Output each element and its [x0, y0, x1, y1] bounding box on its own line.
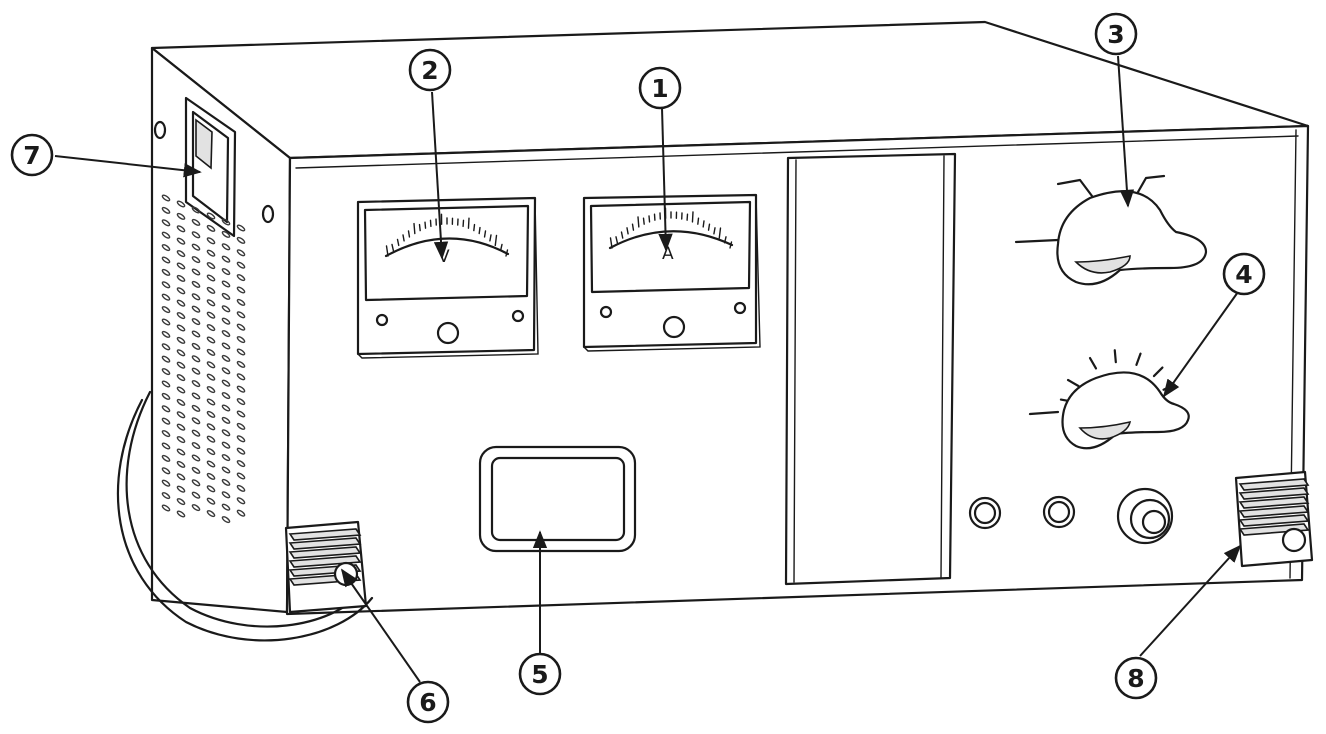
voltmeter-zero-adjust — [436, 321, 460, 345]
arrow-6 — [340, 568, 421, 683]
selector-knob-lower — [1028, 349, 1190, 450]
side-screw-top — [153, 120, 167, 140]
callout-6: 6 — [406, 680, 450, 724]
callout-7: 7 — [10, 133, 54, 177]
callouts: 1 2 3 4 5 6 7 8 — [10, 12, 1266, 724]
svg-text:5: 5 — [531, 660, 548, 689]
selector-knob-upper — [1014, 174, 1208, 286]
display-window — [478, 445, 637, 553]
callout-2: 2 — [408, 48, 452, 92]
ammeter-letter: A — [662, 244, 674, 264]
center-panel — [784, 152, 957, 586]
voltmeter-scale — [385, 213, 509, 257]
arrow-2 — [431, 91, 449, 260]
svg-text:2: 2 — [421, 56, 438, 85]
svg-text:4: 4 — [1235, 260, 1252, 289]
voltmeter-letter: V — [438, 247, 450, 267]
arrow-3 — [1117, 55, 1135, 208]
left-side-details — [153, 96, 275, 524]
arrow-1 — [658, 107, 673, 252]
svg-text:3: 3 — [1107, 20, 1124, 49]
voltmeter: V — [356, 196, 539, 359]
svg-text:1: 1 — [651, 74, 668, 103]
power-cord — [116, 390, 374, 642]
arrow-4 — [1162, 291, 1239, 398]
arrow-8 — [1139, 544, 1242, 657]
callout-8: 8 — [1114, 656, 1158, 700]
ammeter-zero-adjust — [662, 315, 686, 339]
callout-arrows — [54, 55, 1242, 683]
svg-text:8: 8 — [1127, 664, 1144, 693]
callout-1: 1 — [638, 66, 682, 110]
ventilation-grille — [161, 194, 246, 524]
arrow-7 — [54, 155, 202, 178]
callout-3: 3 — [1094, 12, 1138, 56]
callout-5: 5 — [518, 652, 562, 696]
terminal-left — [284, 520, 368, 614]
svg-text:7: 7 — [23, 141, 40, 170]
power-switch — [184, 96, 237, 238]
front-controls — [968, 487, 1174, 545]
side-screw-right — [261, 204, 275, 224]
callout-4: 4 — [1222, 252, 1266, 296]
svg-text:6: 6 — [419, 688, 436, 717]
terminal-right — [1234, 470, 1314, 568]
ammeter: A — [582, 193, 761, 352]
